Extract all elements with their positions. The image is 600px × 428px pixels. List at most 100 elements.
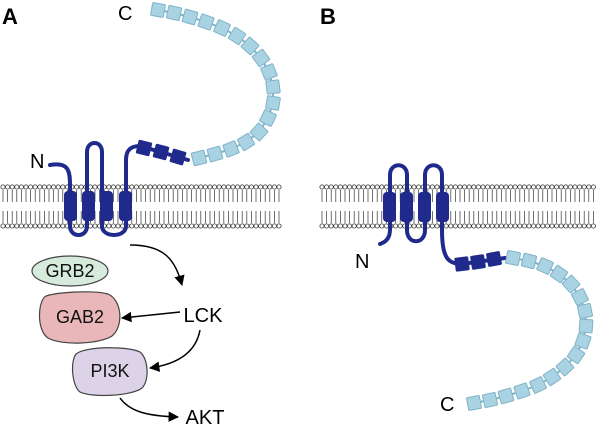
lipid-head: [558, 184, 564, 190]
lipid-head: [221, 184, 227, 190]
lipid-head: [9, 184, 15, 190]
lipid-head: [0, 184, 6, 190]
akt-label: AKT: [186, 407, 225, 428]
tail-domain-light: [190, 149, 208, 167]
tail-domain-light: [549, 264, 569, 284]
lipid-head: [262, 223, 268, 229]
lipid-head: [202, 184, 208, 190]
gab2-shape: [38, 291, 121, 344]
lipid-head: [115, 223, 121, 229]
tail-domain-dark: [135, 139, 153, 157]
lipid-head: [189, 184, 195, 190]
lipid-head: [462, 184, 468, 190]
lipid-head: [324, 223, 330, 229]
tail-domain-light: [150, 2, 166, 18]
lipid-head: [212, 184, 218, 190]
lipid-head: [517, 184, 523, 190]
lipid-head: [92, 184, 98, 190]
lipid-head: [324, 184, 330, 190]
tail-domain-light: [236, 132, 256, 152]
lipid-head: [51, 184, 57, 190]
lipid-head: [370, 184, 376, 190]
tail-domain-light: [181, 8, 199, 26]
lipid-head: [23, 223, 29, 229]
lipid-head: [244, 223, 250, 229]
lipid-head: [248, 223, 254, 229]
tail-domain-light: [213, 19, 231, 37]
lipid-head: [0, 223, 6, 229]
tail-domain-light: [536, 257, 554, 275]
lipid-head: [429, 223, 435, 229]
lipid-head: [485, 223, 491, 229]
lipid-head: [225, 184, 231, 190]
lipid-head: [138, 223, 144, 229]
lipid-head: [14, 184, 20, 190]
lipid-head: [32, 223, 38, 229]
lipid-head: [356, 223, 362, 229]
lipid-head: [207, 223, 213, 229]
lipid-head: [347, 184, 353, 190]
lipid-head: [489, 223, 495, 229]
lipid-head: [216, 184, 222, 190]
gab2-label: GAB2: [56, 307, 104, 327]
lipid-head: [577, 223, 583, 229]
lipid-head: [115, 184, 121, 190]
lipid-head: [457, 223, 463, 229]
lipid-head: [267, 223, 273, 229]
tail-domain-light: [513, 382, 531, 400]
lipid-head: [18, 223, 24, 229]
lipid-head: [51, 223, 57, 229]
lipid-head: [271, 184, 277, 190]
lipid-head: [129, 223, 135, 229]
tail-domain-light: [265, 95, 281, 111]
cytoplasmic-tail-b: [454, 250, 594, 411]
lipid-head: [333, 184, 339, 190]
grb2-shape: [31, 255, 109, 287]
tm-helix-a4: [119, 191, 132, 221]
lipid-head: [28, 223, 34, 229]
lipid-head: [448, 223, 454, 229]
lipid-head: [544, 223, 550, 229]
lipid-head: [198, 223, 204, 229]
tm-helix-a3: [100, 191, 113, 221]
lipid-head: [342, 223, 348, 229]
lipid-head: [319, 223, 325, 229]
lipid-head: [452, 223, 458, 229]
lipid-head: [411, 184, 417, 190]
lipid-head: [23, 184, 29, 190]
lipid-head: [138, 184, 144, 190]
lipid-head: [9, 223, 15, 229]
cytoplasmic-tail-a: [135, 2, 281, 167]
lipid-head: [521, 184, 527, 190]
tm-helix-b4: [436, 192, 449, 222]
lipid-head: [429, 184, 435, 190]
lipid-head: [498, 223, 504, 229]
lipid-head: [393, 223, 399, 229]
lipid-head: [554, 184, 560, 190]
lipid-head: [471, 184, 477, 190]
tail-domain-light: [505, 250, 521, 266]
lipid-head: [239, 223, 245, 229]
lipid-head: [485, 184, 491, 190]
lipid-head: [416, 223, 422, 229]
panel-a-letter: A: [2, 4, 18, 29]
lipid-head: [531, 184, 537, 190]
membrane-bilayer-b: [319, 184, 596, 229]
lipid-head: [14, 223, 20, 229]
lipid-head: [489, 184, 495, 190]
lipid-head: [567, 184, 573, 190]
lipid-head: [156, 184, 162, 190]
tail-domain-light: [265, 79, 281, 95]
lipid-head: [133, 223, 139, 229]
tail-domain-light: [571, 288, 589, 306]
tail-domain-light: [227, 26, 247, 46]
tail-domain-dark: [454, 256, 470, 272]
tail-domain-dark: [169, 148, 187, 166]
pi3k-shape: [71, 347, 148, 397]
pi3k-label: PI3K: [90, 361, 129, 381]
lipid-head: [563, 184, 569, 190]
lipid-head: [41, 184, 47, 190]
lipid-head: [434, 184, 440, 190]
lipid-head: [55, 223, 61, 229]
lipid-head: [572, 223, 578, 229]
